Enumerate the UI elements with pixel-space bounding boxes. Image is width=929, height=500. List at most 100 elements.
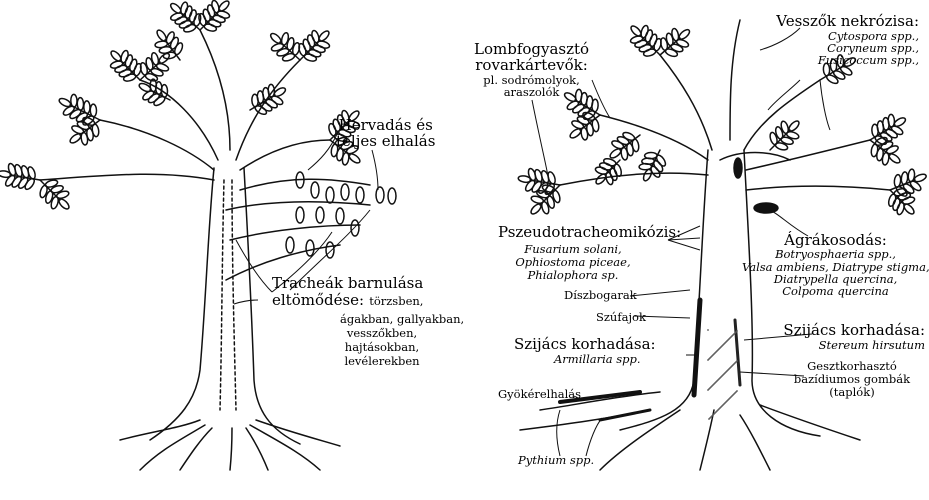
leader-bark-beetles <box>630 290 690 296</box>
heartrot-stipple <box>722 344 724 346</box>
heartrot-stipple <box>720 376 722 378</box>
pseudotracheo-species: Phialophora sp. <box>508 269 638 282</box>
wilted-leaf <box>326 187 334 203</box>
tracheae-item: ágakban, gallyakban, <box>340 312 424 326</box>
branch <box>240 140 330 170</box>
leaflet <box>217 0 230 13</box>
leaflet <box>57 197 70 210</box>
leaflet <box>90 104 97 117</box>
wilted-leaf <box>336 208 344 224</box>
heartrot-stipple <box>711 355 713 357</box>
wilted-leaf <box>356 187 364 203</box>
leader-shoot-necrosis <box>820 80 830 130</box>
leaflet <box>893 116 907 128</box>
leaflet <box>629 24 642 37</box>
label-shoot-necrosis-heading: Vesszők nekrózisa: <box>776 14 919 30</box>
heartrot-stipple <box>723 403 725 405</box>
heartrot-stipple <box>715 381 717 383</box>
root-rot <box>600 410 650 420</box>
leaflet <box>832 69 846 81</box>
heartrot-stipple <box>713 413 715 415</box>
label-shoot-necrosis-species: Fusicoccum spp., <box>776 54 919 66</box>
branch <box>236 60 300 160</box>
vessel-line <box>232 180 236 410</box>
root <box>180 428 212 470</box>
wilted-leaf <box>311 182 319 198</box>
vessel-line <box>220 180 224 410</box>
label-pseudotracheo-heading: Pszeudotracheomikózis: <box>498 225 681 241</box>
leaflet <box>71 94 78 107</box>
root <box>246 428 268 470</box>
leaflet <box>50 196 60 210</box>
branch <box>746 186 890 190</box>
heartrot-stipple <box>708 418 710 420</box>
leaflet <box>888 152 902 165</box>
label-defoliators: Lombfogyasztó rovarkártevők: pl. sodrómo… <box>474 42 589 98</box>
label-heartrot: Gesztkorhasztó bazídiumos gombák (taplók… <box>786 360 918 400</box>
label-bark-weevils: Szúfajok <box>596 311 646 323</box>
branch <box>560 173 708 185</box>
leaflet <box>58 97 72 108</box>
leaflet <box>530 195 544 205</box>
label-tracheae-item1: törzsben, <box>369 294 423 308</box>
heartrot-stipple <box>709 387 711 389</box>
leaflet <box>317 29 330 42</box>
trunk-outline <box>150 168 214 440</box>
leaflet <box>155 29 168 43</box>
sapwood-rot <box>694 300 700 395</box>
wilted-leaf <box>388 188 396 204</box>
label-wilting: Hervadás és teljes elhalás <box>336 118 435 150</box>
label-pseudotracheo-species: Fusarium solani, Ophiostoma piceae, Phia… <box>508 243 638 282</box>
label-stereum: Szijács korhadása: Stereum hirsutum <box>783 323 925 351</box>
heartrot-stipple <box>716 350 718 352</box>
pseudotracheo-species: Ophiostoma piceae, <box>508 256 638 269</box>
wilted-leaf <box>286 237 294 253</box>
label-tracheae-heading2: eltömődése: <box>272 291 364 309</box>
leaflet <box>640 25 650 39</box>
leaflet <box>77 98 84 111</box>
label-wilting-line2: teljes elhalás <box>336 134 435 150</box>
label-root-rot: Gyökérelhalás <box>498 388 581 400</box>
leaflet <box>316 40 330 50</box>
heartrot-stipple <box>736 360 738 362</box>
root <box>700 410 714 470</box>
wilted-leaf <box>316 207 324 223</box>
leaflet <box>609 147 623 160</box>
label-tracheae-row2: eltömődése: törzsben, <box>272 292 423 309</box>
leaflet <box>169 2 183 15</box>
left-tree-drawing <box>0 0 396 470</box>
leaflet <box>670 43 684 53</box>
wilted-leaf <box>351 220 359 236</box>
label-tracheae: Tracheák barnulása eltömődése: törzsben, <box>272 276 423 309</box>
label-pythium: Pythium spp. <box>518 454 594 466</box>
leaflet <box>216 10 230 20</box>
label-shoot-necrosis: Vesszők nekrózisa: Cytospora spp., Coryn… <box>776 14 919 66</box>
canker-patch <box>754 203 778 213</box>
label-stereum-heading: Szijács korhadása: <box>783 323 925 339</box>
leaflet <box>902 202 915 215</box>
branch <box>744 80 820 150</box>
branch-canker-species: Colpoma quercina <box>742 285 929 297</box>
leaflet <box>180 1 189 15</box>
branch <box>40 174 214 180</box>
heartrot-stipple <box>727 339 729 341</box>
label-armillaria-heading: Szijács korhadása: <box>514 337 656 353</box>
branch <box>200 30 230 150</box>
wilted-leaf <box>306 240 314 256</box>
leaflet <box>664 47 678 57</box>
leaflet <box>156 62 170 72</box>
leader-tracheae <box>234 300 258 304</box>
leaflet <box>787 119 800 132</box>
branch <box>720 153 790 161</box>
branch <box>746 140 870 170</box>
leaflet <box>786 130 800 140</box>
wilted-leaf <box>376 187 384 203</box>
branch <box>660 55 712 150</box>
leaflet <box>677 28 691 41</box>
tracheae-item: vesszőkben, <box>340 326 424 340</box>
label-armillaria-species: Armillaria spp. <box>514 353 656 365</box>
wilted-leaf <box>296 207 304 223</box>
label-stereum-species: Stereum hirsutum <box>783 339 925 351</box>
leader-wilting <box>372 150 378 190</box>
label-armillaria: Szijács korhadása: Armillaria spp. <box>514 337 656 365</box>
